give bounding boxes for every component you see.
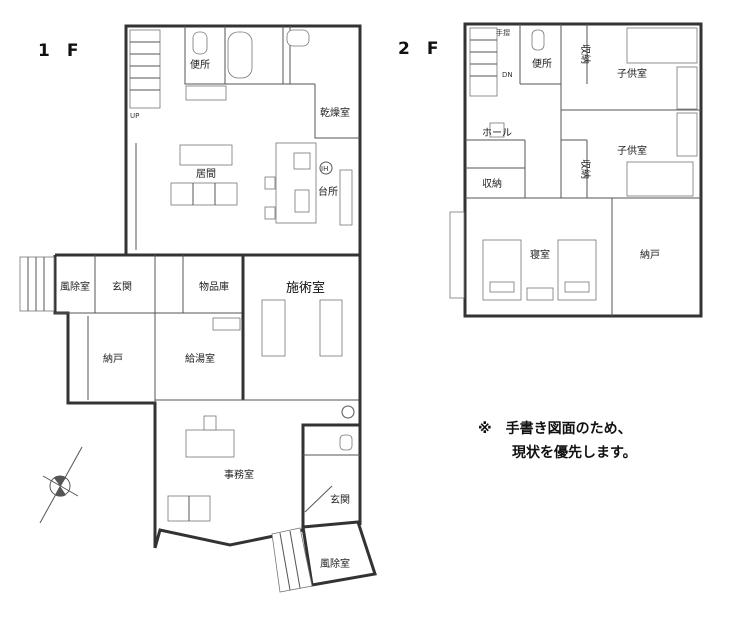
label-stairs-down: DN — [502, 71, 513, 79]
note-line-2: 現状を優先します。 — [512, 444, 637, 461]
label-water-heater-room: 給湯室 — [185, 352, 215, 365]
label-treatment-room: 施術室 — [286, 280, 325, 296]
label-entrance-east: 玄関 — [330, 493, 350, 506]
label-handrail: 手摺 — [496, 28, 510, 37]
label-toilet: 便所 — [190, 58, 210, 71]
label-storage-goods: 物品庫 — [199, 280, 229, 293]
floor2-labels: 手摺 DN 便所 収納 子供室 ホール 子供室 収納 収納 寝室 納戸 — [482, 28, 660, 261]
label-closet-1f: 納戸 — [103, 352, 123, 365]
label-entrance-west: 玄関 — [112, 280, 132, 293]
label-drying-room: 乾燥室 — [320, 106, 350, 119]
label-closet-2f: 納戸 — [640, 248, 660, 261]
label-child-room-2: 子供室 — [617, 144, 647, 157]
floor1-walls — [19, 24, 377, 593]
label-toilet-2f: 便所 — [532, 57, 552, 70]
floor1-title: 1 F — [38, 41, 78, 61]
label-hall: ホール — [482, 127, 512, 139]
floor2-title: 2 F — [398, 39, 438, 59]
note-line-1: ※ 手書き図面のため、 — [478, 420, 632, 437]
label-stairs-up: UP — [130, 112, 139, 120]
label-storage-3: 収納 — [482, 177, 502, 190]
label-kitchen: 台所 — [318, 185, 338, 198]
label-vestibule-west: 風除室 — [60, 280, 90, 293]
label-vestibule-south: 風除室 — [320, 557, 350, 570]
floor1-labels: 便所 UP 乾燥室 居間 台所 IH 風除室 玄関 物品庫 施術室 納戸 給湯室… — [60, 58, 350, 570]
label-storage-1: 収納 — [579, 44, 592, 64]
label-living: 居間 — [196, 168, 216, 180]
label-bedroom: 寝室 — [530, 248, 550, 261]
floor2-walls — [449, 22, 703, 318]
label-office: 事務室 — [224, 468, 254, 481]
label-child-room-1: 子供室 — [617, 67, 647, 80]
label-ih: IH — [321, 165, 328, 173]
label-storage-2: 収納 — [579, 159, 592, 179]
